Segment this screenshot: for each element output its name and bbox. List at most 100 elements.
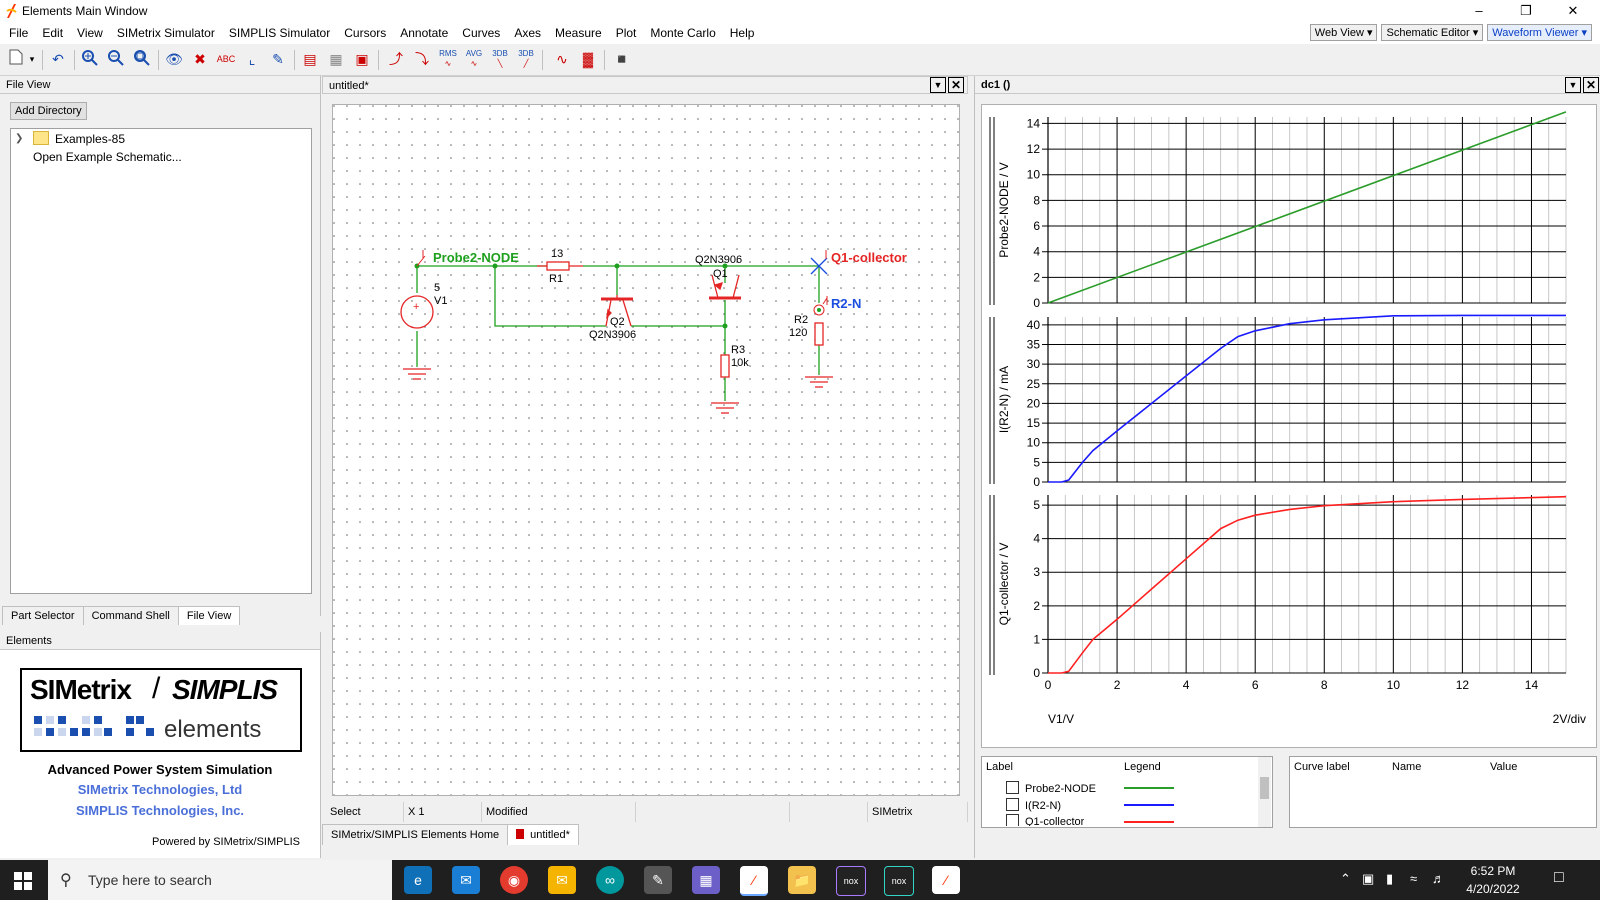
arduino-icon[interactable]: ∞: [596, 866, 624, 894]
menu-view[interactable]: View: [77, 26, 103, 40]
series-line: [1048, 314, 1566, 483]
schematic-editor-button[interactable]: Schematic Editor ▾: [1381, 24, 1484, 41]
view-eye-icon[interactable]: 👁: [165, 51, 183, 67]
menu-monte-carlo[interactable]: Monte Carlo: [650, 26, 716, 40]
file-explorer-icon[interactable]: 📁: [788, 866, 816, 894]
status-empty-1: [636, 802, 790, 822]
q1-transistor[interactable]: [709, 274, 741, 300]
tray-battery-icon[interactable]: ▮: [1386, 871, 1394, 886]
tree-item-examples[interactable]: Examples-85: [55, 132, 126, 146]
expand-chevron-icon[interactable]: ❯: [15, 133, 24, 144]
v1-source[interactable]: +: [400, 295, 434, 329]
add-axis-icon[interactable]: ⌞: [248, 51, 256, 67]
r2-n-probe[interactable]: [813, 296, 828, 316]
tray-wifi-icon[interactable]: ≈: [1410, 871, 1418, 886]
legend-checkbox[interactable]: [1006, 781, 1019, 794]
windows-start-icon[interactable]: [14, 872, 32, 893]
tab-part-selector[interactable]: Part Selector: [2, 606, 84, 625]
q1-collector-probe[interactable]: [810, 257, 828, 275]
new-dropdown-icon[interactable]: ▾: [29, 54, 35, 64]
tray-meet-icon[interactable]: ▣: [1362, 871, 1375, 886]
app-nox-icon[interactable]: nox: [836, 866, 866, 896]
tab-file-view[interactable]: File View: [177, 606, 241, 625]
notifications-icon[interactable]: □: [1554, 869, 1564, 886]
legend-row[interactable]: Q1-collector: [1006, 814, 1084, 826]
zoom-in-icon[interactable]: [80, 49, 100, 69]
clock-date[interactable]: 4/20/2022: [1466, 882, 1520, 896]
chrome-icon[interactable]: ◉: [500, 866, 528, 894]
undo-icon[interactable]: ↶: [52, 51, 64, 67]
menu-help[interactable]: Help: [729, 26, 755, 40]
maximize-button[interactable]: ❐: [1520, 3, 1532, 18]
schematic-close-button[interactable]: ✕: [948, 77, 964, 93]
r2-resistor[interactable]: [814, 322, 824, 346]
legend-checkbox[interactable]: [1006, 814, 1019, 826]
legend-checkbox[interactable]: [1006, 798, 1019, 811]
web-view-button[interactable]: Web View ▾: [1309, 24, 1378, 41]
plot-settings-icon[interactable]: ▣: [355, 51, 369, 67]
menu-axes[interactable]: Axes: [514, 26, 541, 40]
tree-item-open-example[interactable]: Open Example Schematic...: [33, 150, 182, 164]
fft-icon[interactable]: ∿: [556, 51, 568, 67]
spectrum-icon[interactable]: ▓: [582, 51, 594, 67]
menu-annotate[interactable]: Annotate: [400, 26, 449, 40]
menu-curves[interactable]: Curves: [462, 26, 501, 40]
edit-axis-icon[interactable]: ✎: [272, 51, 284, 67]
cursor-fall-icon[interactable]: ⤵: [415, 51, 429, 67]
schematic-menu-button[interactable]: ▼: [930, 77, 946, 93]
menu-simplis-simulator[interactable]: SIMPLIS Simulator: [228, 26, 331, 40]
cursor-rise-icon[interactable]: ⤴: [389, 51, 403, 67]
add-directory-button[interactable]: Add Directory: [10, 102, 87, 120]
tab-untitled[interactable]: untitled*: [507, 824, 579, 845]
legend-scrollbar[interactable]: [1258, 757, 1271, 827]
calculator-icon[interactable]: ▦: [692, 866, 720, 894]
measure-icon[interactable]: ◾: [613, 51, 631, 67]
3db-low-icon[interactable]: 3DB╲: [492, 49, 508, 68]
probe2-marker[interactable]: [416, 250, 426, 267]
new-file-icon[interactable]: [6, 49, 26, 69]
delete-curve-icon[interactable]: ✖: [194, 51, 206, 67]
simetrix-2-icon[interactable]: ⁄: [932, 866, 960, 894]
tab-elements-home[interactable]: SIMetrix/SIMPLIS Elements Home: [322, 824, 509, 845]
new-grid-icon[interactable]: ▤: [303, 51, 317, 67]
minimize-button[interactable]: –: [1475, 3, 1483, 18]
mailbox-icon[interactable]: ✉: [548, 866, 576, 894]
mail-icon[interactable]: ✉: [452, 866, 480, 894]
taskbar-search[interactable]: ⚲ Type here to search: [48, 860, 392, 900]
waveform-close-button[interactable]: ✕: [1583, 77, 1599, 93]
waveform-viewer-button[interactable]: Waveform Viewer ▾: [1487, 24, 1592, 41]
paint-icon[interactable]: ✎: [644, 866, 672, 894]
grid-icon[interactable]: ▦: [329, 51, 343, 67]
tray-volume-icon[interactable]: ♬: [1432, 871, 1445, 886]
simetrix-taskbar-icon[interactable]: ⁄: [740, 866, 768, 896]
legend-row[interactable]: Probe2-NODE: [1006, 781, 1096, 795]
tab-command-shell[interactable]: Command Shell: [82, 606, 179, 625]
clock-time[interactable]: 6:52 PM: [1470, 864, 1516, 878]
waveform-menu-button[interactable]: ▼: [1565, 77, 1581, 93]
label-curve-icon[interactable]: ABC: [216, 54, 236, 64]
avg-icon[interactable]: AVG∿: [465, 49, 483, 68]
r1-resistor[interactable]: [546, 261, 570, 271]
y-tick-label: 4: [1033, 245, 1040, 259]
rms-icon[interactable]: RMS∿: [439, 49, 457, 68]
legend-row[interactable]: I(R2-N): [1006, 798, 1061, 812]
menu-file[interactable]: File: [9, 26, 29, 40]
r3-resistor[interactable]: [720, 354, 730, 378]
menu-edit[interactable]: Edit: [42, 26, 64, 40]
menu-plot[interactable]: Plot: [615, 26, 637, 40]
tray-chevron-up-icon[interactable]: ⌃: [1340, 871, 1351, 886]
app-nox-2-icon[interactable]: nox: [884, 866, 914, 896]
q2-transistor[interactable]: [601, 295, 633, 327]
3db-high-icon[interactable]: 3DB╱: [518, 49, 534, 68]
menu-measure[interactable]: Measure: [555, 26, 602, 40]
schematic-canvas[interactable]: + 5 V1 13 R1 Q2 Q2N3906: [332, 104, 960, 796]
q2-label: Q2: [610, 316, 625, 328]
close-button[interactable]: ✕: [1567, 3, 1579, 18]
menu-cursors[interactable]: Cursors: [344, 26, 387, 40]
zoom-out-icon[interactable]: [106, 49, 126, 69]
menu-simetrix-simulator[interactable]: SIMetrix Simulator: [116, 26, 215, 40]
edge-icon[interactable]: e: [404, 866, 432, 894]
zoom-full-icon[interactable]: [132, 49, 152, 69]
